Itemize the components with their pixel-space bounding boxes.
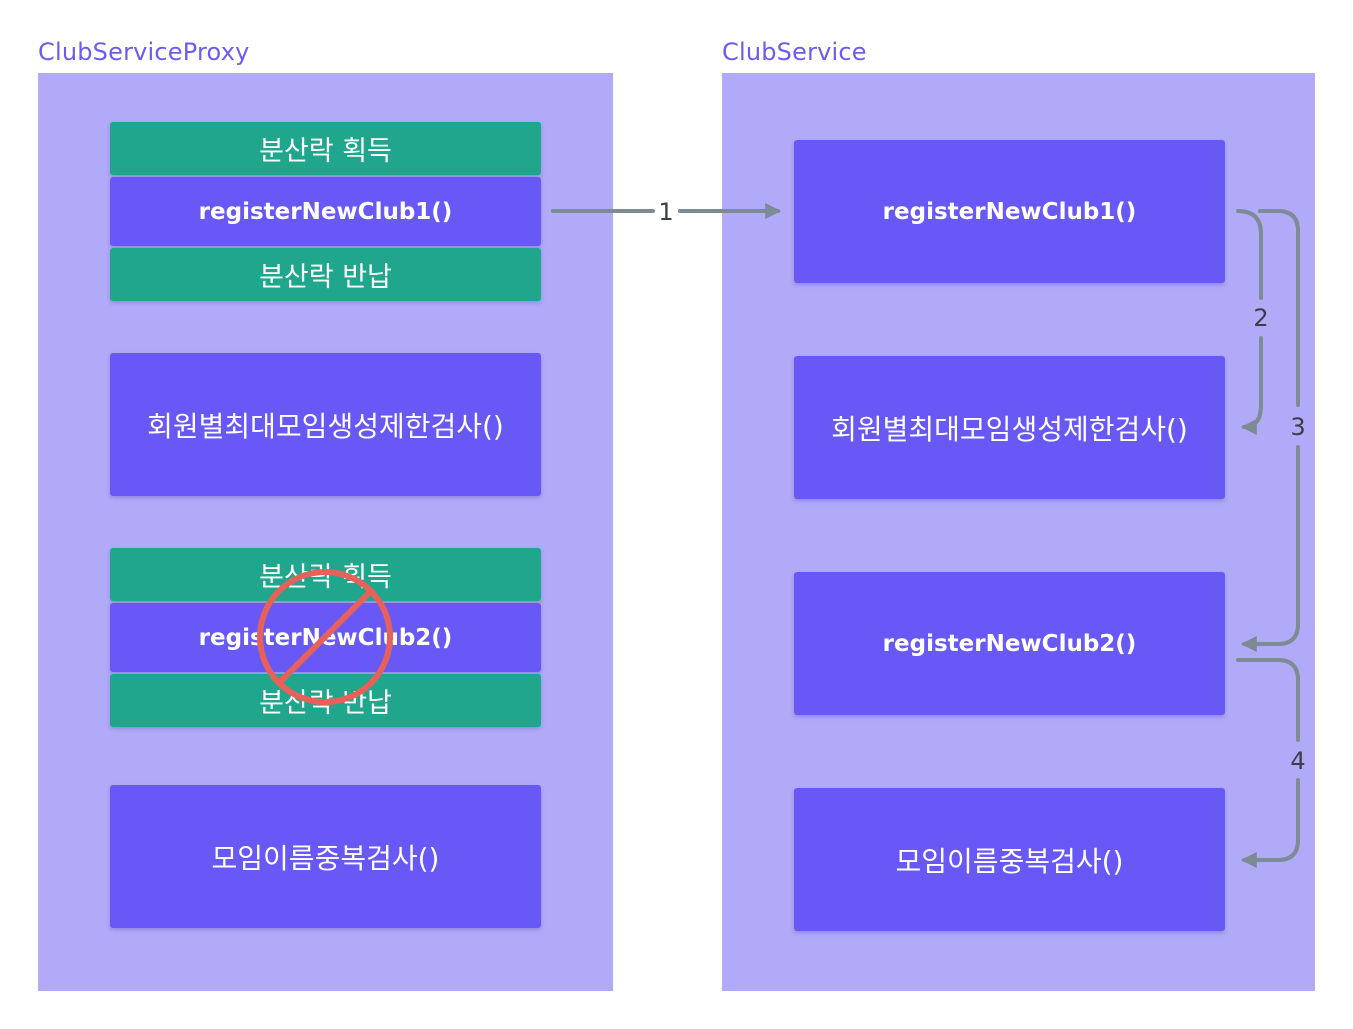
proxy-lock1-acquire-box: 분산락 획득 [110,122,541,175]
service-method1-box: registerNewClub1() [794,140,1225,283]
service-check-limit-label: 회원별최대모임생성제한검사() [831,412,1188,446]
proxy-check-limit-label: 회원별최대모임생성제한검사() [147,409,504,443]
service-method1-label: registerNewClub1() [882,198,1137,225]
edge-2-arrow-b [1240,336,1263,435]
edge-3-arrow-b [1240,445,1300,652]
proxy-lock1-release-label: 분산락 반납 [259,262,392,293]
edge-4-arrow-b [1240,778,1300,868]
service-check-limit-box: 회원별최대모임생성제한검사() [794,356,1225,499]
proxy-lock1-acquire-label: 분산락 획득 [259,136,392,167]
proxy-panel-title: ClubServiceProxy [38,38,250,66]
edge-3-label: 3 [1290,413,1305,441]
proxy-method1-label: registerNewClub1() [198,198,453,225]
proxy-check-duplicate-label: 모임이름중복검사() [211,841,440,875]
service-check-duplicate-label: 모임이름중복검사() [895,844,1124,878]
edge-4-label: 4 [1290,747,1305,775]
edge-1-label: 1 [658,198,673,226]
proxy-lock1-release-box: 분산락 반납 [110,248,541,301]
service-check-duplicate-box: 모임이름중복검사() [794,788,1225,931]
service-panel-title: ClubService [722,38,867,66]
proxy-check-duplicate-box: 모임이름중복검사() [110,785,541,928]
proxy-method1-box: registerNewClub1() [110,177,541,246]
service-method2-box: registerNewClub2() [794,572,1225,715]
service-method2-label: registerNewClub2() [882,630,1137,657]
edge-2-arrow-a [1236,209,1263,300]
edge-3-arrow-a [1258,209,1300,407]
proxy-check-limit-box: 회원별최대모임생성제한검사() [110,353,541,496]
prohibited-icon [257,569,393,705]
edge-2-label: 2 [1253,304,1268,332]
edge-4-arrow-a [1236,658,1300,742]
